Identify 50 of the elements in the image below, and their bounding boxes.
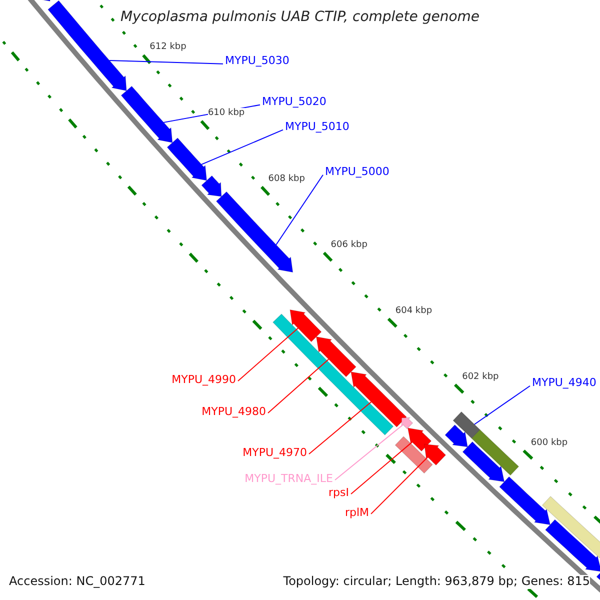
scale-label: 612 kbp [150, 42, 186, 53]
leader-line [276, 174, 324, 246]
gene-feature [316, 336, 356, 378]
gene-label: rplM [344, 507, 369, 520]
gene-feature [272, 314, 394, 436]
gene-label: MYPU_4940 [532, 377, 596, 390]
scale-label: 610 kbp [208, 108, 245, 118]
gene-feature [290, 309, 322, 342]
scale-label: 604 kbp [395, 306, 432, 316]
leader-line [370, 456, 428, 514]
gene-label: MYPU_5000 [325, 166, 390, 179]
leader-line [201, 129, 284, 165]
title: Mycoplasma pulmonis UAB CTIP, complete genome [120, 9, 480, 25]
footer-text: Topology: circular; Length: 963,879 bp; Genes: 815 [283, 575, 590, 589]
gene-feature [544, 519, 600, 572]
gene-feature [394, 436, 433, 474]
gene-feature [471, 429, 520, 476]
gene-feature [166, 138, 208, 181]
footer-text: Accession: NC_002771 [9, 575, 146, 589]
leader-line [350, 442, 413, 494]
gene-feature [201, 175, 222, 197]
leader-line [108, 60, 224, 64]
gene-feature [424, 444, 446, 466]
gene-label: MYPU_5020 [262, 96, 326, 109]
gene-label: MYPU_4990 [172, 374, 236, 387]
leader-line [334, 424, 404, 480]
gene-feature [444, 424, 468, 448]
gene-label: MYPU_4970 [242, 447, 307, 460]
gene-label: rpsI [328, 487, 349, 500]
gene-feature [462, 441, 505, 482]
gene-feature [499, 476, 551, 526]
gene-label: MYPU_TRNA_ILE [244, 473, 333, 486]
gene-feature [407, 428, 432, 452]
leader-line [238, 328, 299, 382]
gene-feature [452, 411, 480, 439]
gene-feature [401, 417, 414, 430]
gene-label: MYPU_4980 [202, 406, 266, 419]
leader-line [308, 401, 372, 454]
leader-line [474, 385, 530, 425]
gene-feature [542, 496, 600, 558]
scale-label: 600 kbp [530, 438, 568, 448]
scale-label: 606 kbp [330, 240, 368, 250]
gene-label: MYPU_5010 [285, 121, 350, 134]
gene-label: MYPU_5030 [225, 55, 290, 68]
gene-feature [350, 372, 407, 428]
gene-feature [120, 86, 173, 143]
scale-label: 608 kbp [268, 174, 305, 184]
leader-line [268, 358, 330, 414]
gene-feature [216, 191, 294, 273]
scale-label: 602 kbp [462, 372, 499, 382]
